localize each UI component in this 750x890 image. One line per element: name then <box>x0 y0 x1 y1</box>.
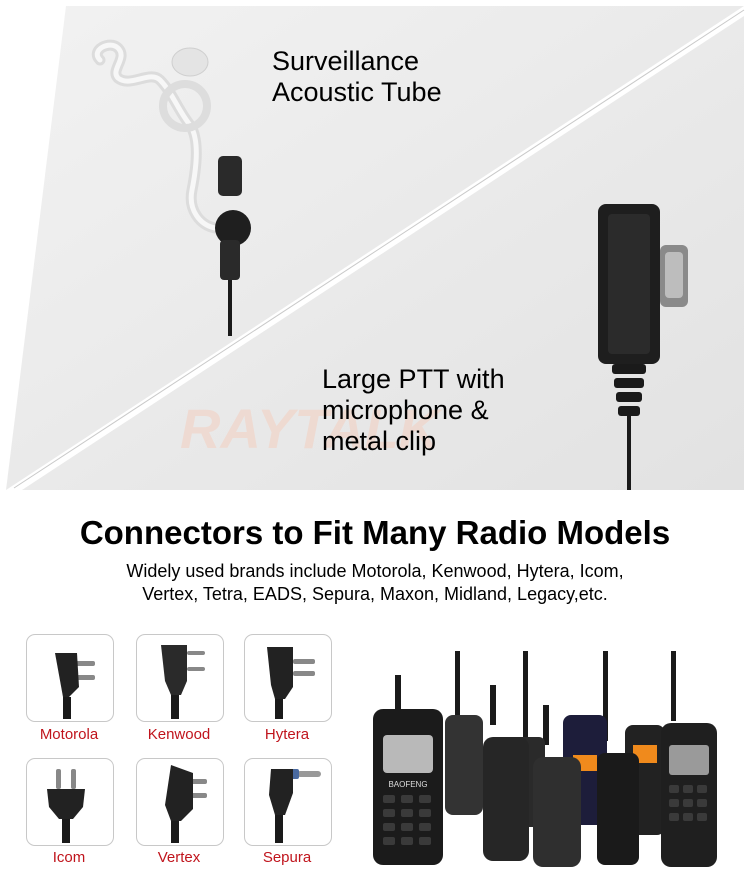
svg-text:BAOFENG: BAOFENG <box>388 780 427 789</box>
vertex-connector-icon <box>165 765 207 843</box>
kenwood-connector-icon <box>161 645 205 719</box>
hero-graphic: RAYTALK <box>6 6 745 490</box>
sepura-connector-icon <box>269 769 321 843</box>
connector-tile-kenwood <box>136 634 224 722</box>
motorola-connector-icon <box>55 653 95 719</box>
connector-tile-vertex <box>136 758 224 846</box>
brands-description: Widely used brands include Motorola, Ken… <box>126 561 624 604</box>
connector-label-icom: Icom <box>52 849 86 866</box>
hero-banner: RAYTALK Surveillance Acoustic Tube Large… <box>6 6 745 490</box>
connector-label-vertex: Vertex <box>157 849 201 866</box>
watermark-logo: RAYTALK <box>180 397 443 460</box>
connector-tile-sepura <box>244 758 332 846</box>
hytera-connector-icon <box>267 647 315 719</box>
acoustic-tube-label: Surveillance Acoustic Tube <box>272 46 442 107</box>
radios-collage: BAOFENG <box>365 645 720 870</box>
two-way-radios-icon: BAOFENG <box>373 651 717 867</box>
connector-label-kenwood: Kenwood <box>147 726 211 743</box>
hero-diagonal-split <box>6 6 744 490</box>
radio-screen-orange-1 <box>633 745 657 763</box>
icom-connector-icon <box>47 769 85 843</box>
connector-label-motorola: Motorola <box>39 726 99 743</box>
connector-label-hytera: Hytera <box>264 726 310 743</box>
section-heading: Connectors to Fit Many Radio Models <box>79 514 671 551</box>
metal-clip-icon <box>660 245 688 307</box>
connector-tile-hytera <box>244 634 332 722</box>
earpiece-connector-icon <box>215 156 251 336</box>
connector-tile-icom <box>26 758 114 846</box>
connector-tile-motorola <box>26 634 114 722</box>
ptt-label: Large PTT with microphone & metal clip <box>322 364 505 456</box>
connector-label-sepura: Sepura <box>262 849 312 866</box>
acoustic-tube-icon <box>91 39 221 234</box>
ptt-microphone-icon <box>598 204 688 490</box>
